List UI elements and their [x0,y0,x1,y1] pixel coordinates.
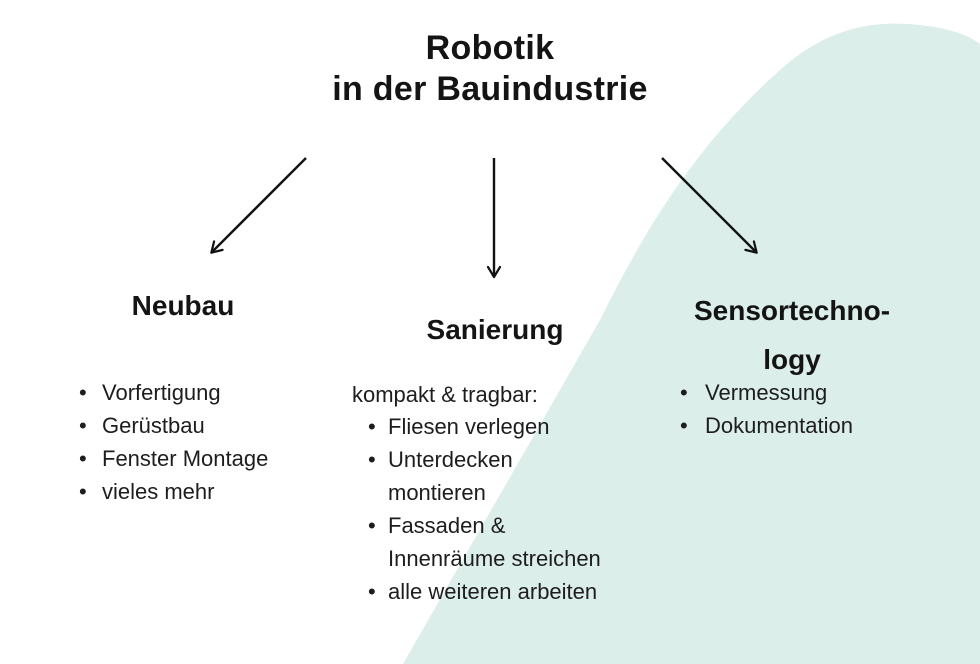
list-item: Gerüstbau [74,409,268,442]
column-heading-sanierung: Sanierung [426,314,564,345]
arrow-down-left-icon [210,157,307,254]
sanierung-intro-text: kompakt & tragbar: [352,382,538,407]
arrow-down-right-icon [661,157,758,254]
sensortechnology-list: Vermessung Dokumentation [677,376,853,442]
list-item: Unterdecken montieren [360,443,601,509]
title-line-2: in der Bauindustrie [332,70,648,108]
list-item: Vermessung [677,376,853,409]
list-item: Vorfertigung [74,376,268,409]
neubau-list: Vorfertigung Gerüstbau Fenster Montage v… [74,376,268,508]
column-heading-neubau: Neubau [131,290,235,321]
page-title: Robotik in der Bauindustrie [0,28,980,110]
list-item: Dokumentation [677,409,853,442]
heading-line-1: Sensortechno- [693,295,891,326]
title-line-1: Robotik [425,29,555,67]
list-item: Fassaden & Innenräume streichen [360,509,601,575]
column-heading-sensortechnology: Sensortechno- logy [667,286,917,384]
heading-line-2: logy [763,344,821,375]
sanierung-list: Fliesen verlegen Unterdecken montieren F… [360,410,601,608]
list-item: Fenster Montage [74,442,268,475]
list-item: vieles mehr [74,475,268,508]
list-item: Fliesen verlegen [360,410,601,443]
list-item: alle weiteren arbeiten [360,575,601,608]
